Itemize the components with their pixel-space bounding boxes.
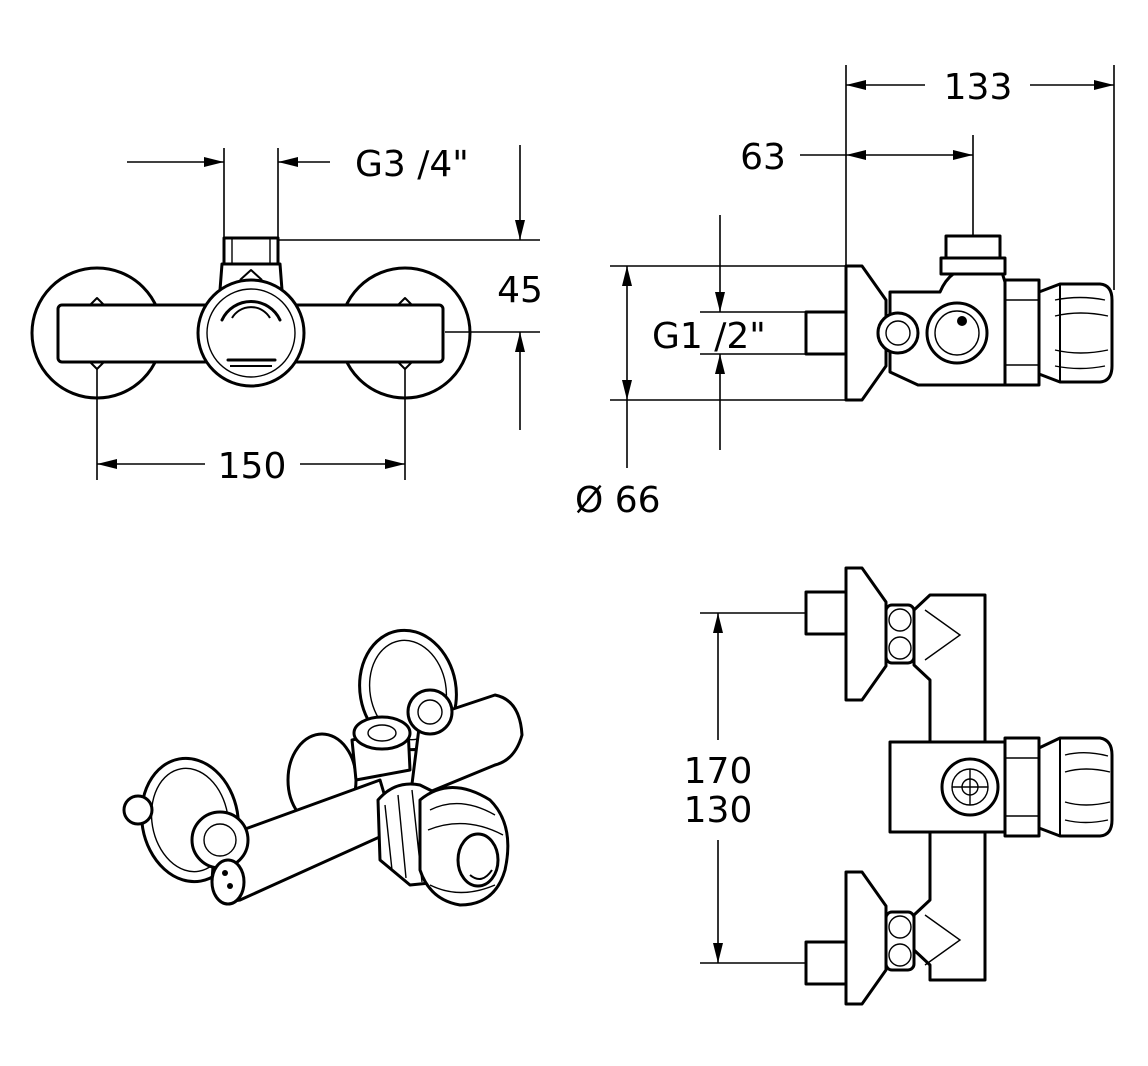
dim-inlet-thread-label: G1 /2" [652, 316, 766, 357]
side-control-knob [1037, 282, 1114, 384]
top-knob-collar [1003, 736, 1041, 838]
dim-height-label: 45 [497, 270, 543, 311]
top-upper-arm [912, 593, 987, 744]
control-knob [196, 278, 306, 388]
left-hex-nut-hint [89, 297, 105, 306]
top-lower-arm [912, 830, 987, 982]
iso-outlet-thread [352, 715, 412, 751]
top-lower-flange [844, 870, 888, 1006]
front-view: 150 G3 /4" 45 [30, 144, 543, 487]
dim-width-label: 150 [218, 446, 287, 487]
top-control-knob [1037, 736, 1114, 838]
dim-depth-label: 133 [944, 67, 1013, 108]
right-hex-nut-hint [397, 297, 413, 306]
top-lower-inlet-stub [804, 940, 848, 986]
side-valve-cap [925, 301, 989, 365]
knob-collar [1003, 278, 1041, 387]
top-view: 170 130 [684, 566, 1114, 1006]
top-upper-flange [844, 566, 888, 702]
isometric-view [122, 628, 524, 907]
side-view: 133 63 G1 /2" Ø 66 [575, 65, 1115, 521]
dim-centers-min-label: 130 [684, 790, 753, 831]
side-outlet-thread [944, 234, 1002, 260]
knob-arc-top [220, 300, 282, 322]
iso-front-stub [122, 794, 154, 826]
dim-flange-diameter-label: Ø 66 [575, 480, 661, 521]
top-upper-inlet-stub [804, 590, 848, 636]
iso-back-nut [406, 688, 454, 736]
inlet-thread-stub [804, 310, 848, 356]
dim-thread-label: G3 /4" [355, 144, 469, 185]
dim-outlet-label: 63 [740, 137, 786, 178]
iso-front-nut [190, 810, 250, 870]
dim-centers-max-label: 170 [684, 751, 753, 792]
